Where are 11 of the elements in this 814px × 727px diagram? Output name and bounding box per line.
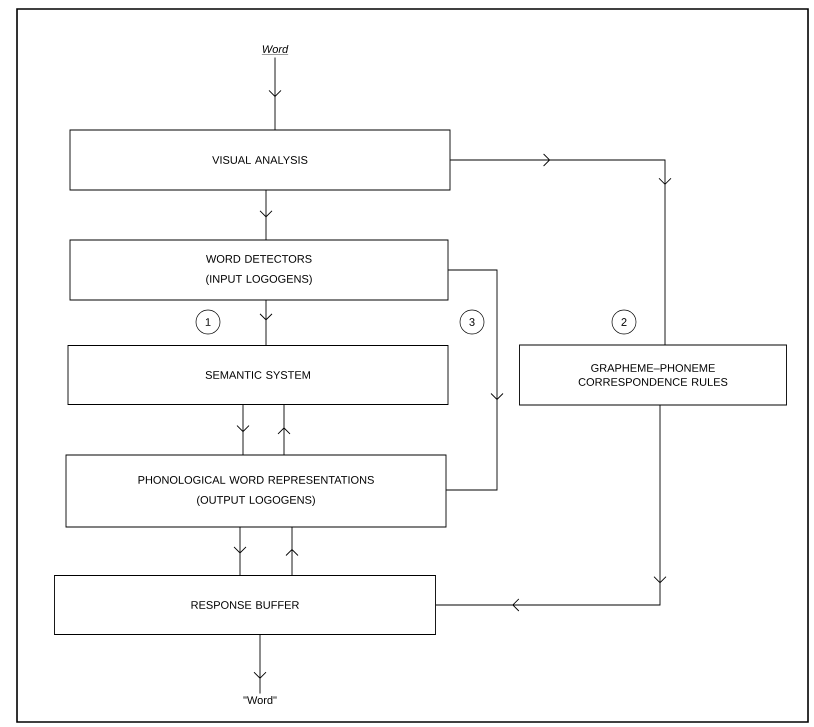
output-word: "Word" bbox=[244, 696, 276, 704]
callout-number: 1 bbox=[196, 310, 220, 334]
input-word: Word bbox=[262, 44, 288, 55]
process-box: WORD DETECTORS (INPUT LOGOGENS) bbox=[70, 240, 448, 300]
callout-number: 3 bbox=[460, 310, 484, 334]
process-box: VISUAL ANALYSIS bbox=[70, 130, 450, 190]
callout-number: 2 bbox=[612, 310, 636, 334]
process-box: GRAPHEME–PHONEME CORRESPONDENCE RULES bbox=[519, 344, 787, 406]
process-box: SEMANTIC SYSTEM bbox=[68, 345, 448, 405]
process-box: RESPONSE BUFFER bbox=[54, 575, 436, 635]
process-box: PHONOLOGICAL WORD REPRESENTATIONS (OUTPUT LOGOGENS) bbox=[66, 454, 446, 528]
